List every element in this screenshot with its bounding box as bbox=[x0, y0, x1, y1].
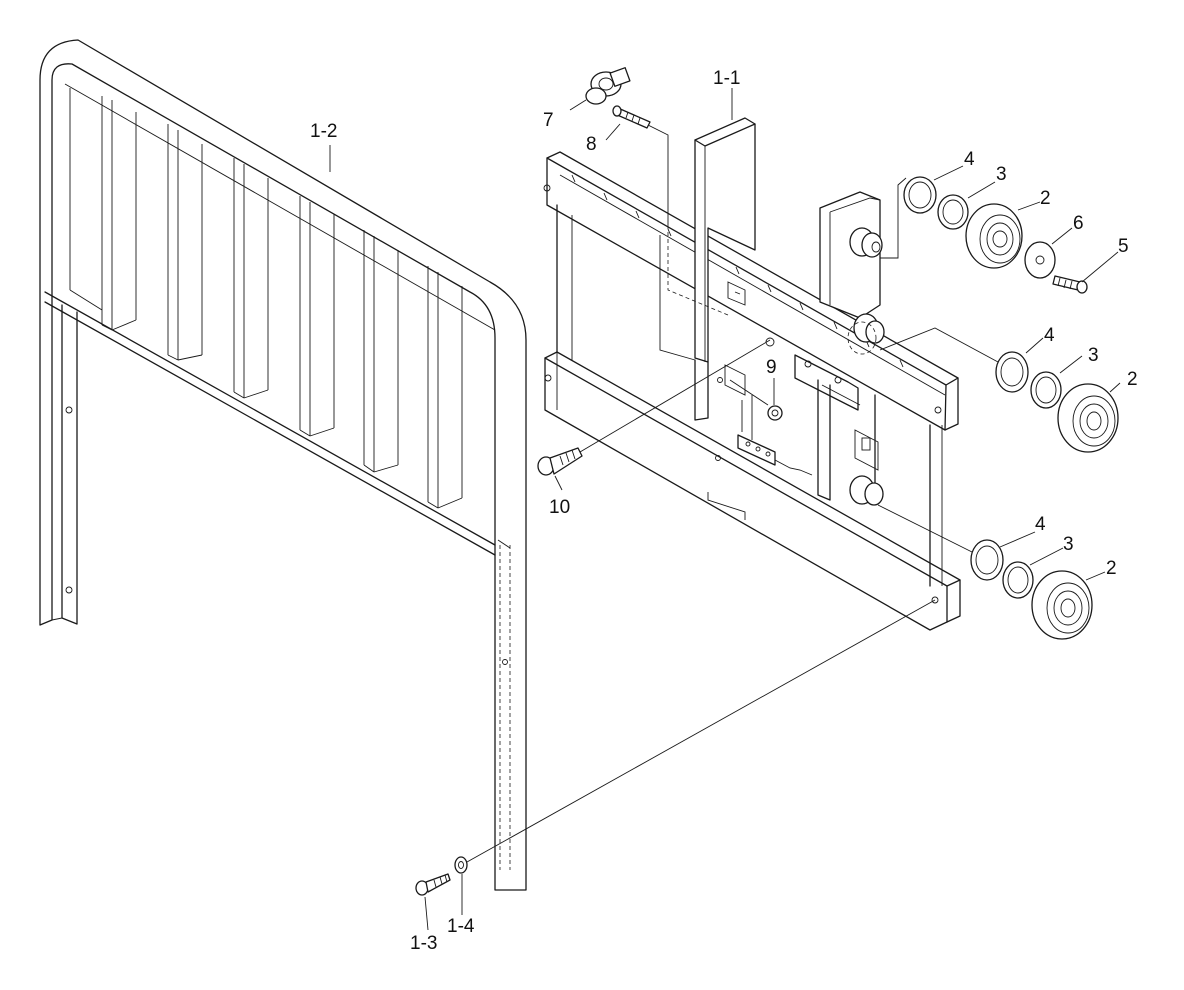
label-1-2: 1-2 bbox=[310, 121, 337, 142]
side-plate-1-1 bbox=[659, 117, 756, 421]
part-labels: 1-2 1-1 7 8 4 3 2 6 5 4 3 2 9 10 4 3 2 1… bbox=[310, 68, 1138, 954]
part-10-bolt bbox=[537, 447, 583, 476]
label-6: 6 bbox=[1073, 213, 1084, 234]
roller-stack-bottom bbox=[970, 539, 1093, 640]
part-9-nut bbox=[767, 405, 783, 421]
label-1-1: 1-1 bbox=[713, 68, 740, 89]
label-4-middle: 4 bbox=[1044, 325, 1055, 346]
side-bracket-right bbox=[817, 191, 881, 501]
label-3-middle: 3 bbox=[1088, 345, 1099, 366]
carriage-fittings bbox=[715, 281, 879, 476]
label-8: 8 bbox=[586, 134, 597, 155]
label-3-bottom: 3 bbox=[1063, 534, 1074, 555]
label-2-middle: 2 bbox=[1127, 369, 1138, 390]
label-9: 9 bbox=[766, 357, 777, 378]
roller-stack-middle bbox=[995, 351, 1119, 453]
label-1-3: 1-3 bbox=[410, 933, 437, 954]
leader-lines bbox=[329, 88, 1121, 931]
part-8-pin bbox=[612, 105, 651, 129]
part-1-4-washer bbox=[454, 856, 468, 874]
part-1-3-bolt bbox=[415, 873, 451, 896]
label-4-top: 4 bbox=[964, 149, 975, 170]
label-10: 10 bbox=[549, 497, 570, 518]
label-3-top: 3 bbox=[996, 164, 1007, 185]
load-backrest bbox=[39, 39, 527, 891]
roller-stack-top bbox=[903, 176, 1088, 294]
label-7: 7 bbox=[543, 110, 554, 131]
label-2-top: 2 bbox=[1040, 188, 1051, 209]
label-1-4: 1-4 bbox=[447, 916, 475, 937]
part-7-fitting bbox=[585, 67, 631, 105]
fork-carriage bbox=[543, 151, 961, 631]
label-5: 5 bbox=[1118, 236, 1129, 257]
label-2-bottom: 2 bbox=[1106, 558, 1117, 579]
carriage-rollers bbox=[765, 227, 885, 506]
label-4-bottom: 4 bbox=[1035, 514, 1046, 535]
